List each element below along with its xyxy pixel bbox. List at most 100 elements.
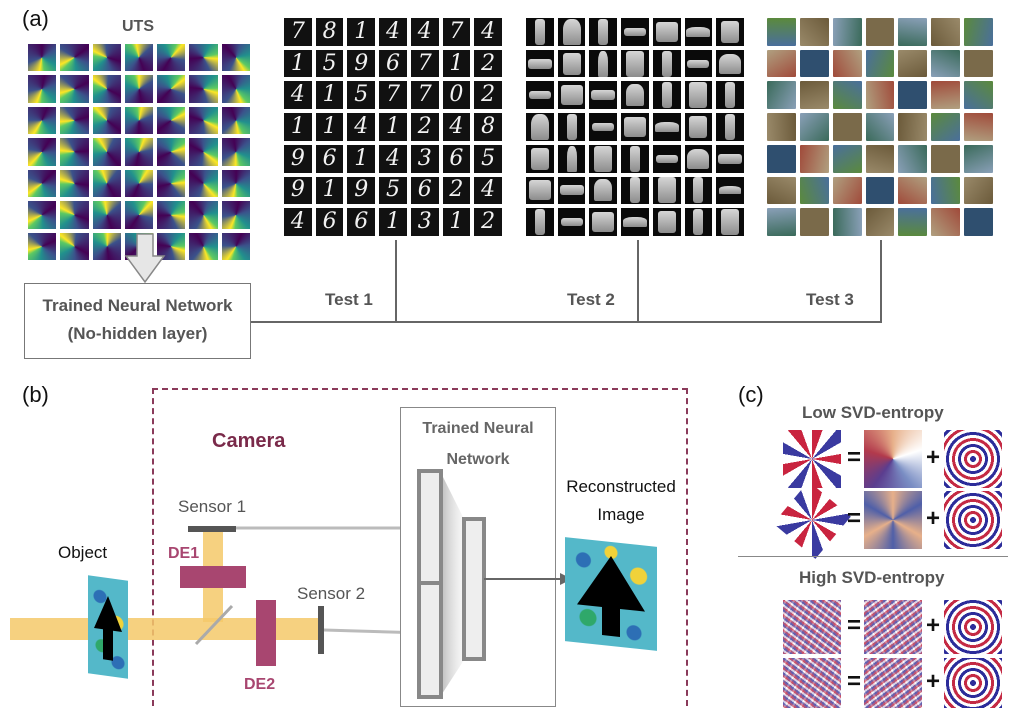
mnist-digit-tile: 0 xyxy=(442,81,471,110)
cifar-image-tile xyxy=(964,113,993,141)
mnist-digit-tile: 1 xyxy=(315,113,344,141)
fashion-item-silhouette xyxy=(560,218,583,227)
uts-pattern-tile xyxy=(221,169,250,198)
fashion-item-silhouette xyxy=(654,121,679,132)
panel-c-letter: (c) xyxy=(738,382,764,407)
fashion-item-grid xyxy=(526,18,744,236)
mnist-digit-tile: 1 xyxy=(379,113,407,141)
fashion-item-tile xyxy=(557,113,586,141)
mnist-digit-tile: 5 xyxy=(474,144,502,173)
mnist-digit-tile: 4 xyxy=(284,208,312,236)
panel-a-letter: (a) xyxy=(22,6,49,31)
ring-field-3 xyxy=(944,600,1002,654)
fashion-item-tile xyxy=(652,176,681,205)
mnist-digit-tile: 1 xyxy=(315,176,344,205)
fashion-item-tile xyxy=(526,208,554,236)
fashion-item-silhouette xyxy=(718,153,743,164)
fashion-item-tile xyxy=(621,144,649,173)
uts-pattern-tile xyxy=(157,138,186,166)
fashion-item-tile xyxy=(526,49,554,78)
fashion-item-tile xyxy=(716,208,744,236)
fashion-item-silhouette xyxy=(592,122,615,131)
ring-field-1 xyxy=(944,430,1002,488)
mnist-digit-tile: 2 xyxy=(474,81,502,110)
nn-label-line2: Network xyxy=(446,451,510,468)
noise-field-1 xyxy=(783,600,841,654)
uts-title: UTS xyxy=(122,18,154,35)
mnist-digit-tile: 9 xyxy=(347,176,376,205)
mnist-digit-tile: 4 xyxy=(379,18,407,46)
fashion-item-silhouette xyxy=(594,145,613,172)
uts-pattern-tile xyxy=(92,44,121,72)
mnist-digit-tile: 4 xyxy=(284,81,312,110)
fashion-item-tile xyxy=(557,144,586,173)
fashion-item-tile xyxy=(526,81,554,110)
cifar-image-tile xyxy=(832,81,862,110)
cifar-image-tile xyxy=(832,18,862,46)
uts-pattern-tile xyxy=(60,106,89,135)
mnist-digit-tile: 5 xyxy=(347,81,376,110)
mnist-digit-tile: 8 xyxy=(474,113,502,141)
fashion-item-tile xyxy=(716,113,744,141)
cifar-image-tile xyxy=(832,208,862,236)
uts-pattern-tile xyxy=(221,201,250,229)
object-label: Object xyxy=(58,543,108,562)
cifar-image-tile xyxy=(931,144,961,173)
fashion-item-silhouette xyxy=(591,90,616,101)
cifar-image-tile xyxy=(865,176,895,205)
fashion-item-silhouette xyxy=(559,185,584,196)
cifar-image-tile xyxy=(964,144,993,173)
uts-pattern-tile xyxy=(189,201,218,229)
cifar-image-tile xyxy=(799,113,829,141)
fashion-item-tile xyxy=(589,113,618,141)
mnist-digit-tile: 1 xyxy=(442,49,471,78)
fashion-item-silhouette xyxy=(623,27,646,36)
fashion-item-tile xyxy=(557,18,586,46)
uts-pattern-tile xyxy=(92,106,121,135)
fashion-item-silhouette xyxy=(592,212,615,233)
sensor1-label: Sensor 1 xyxy=(178,497,247,516)
uts-pattern-tile xyxy=(28,232,57,260)
mnist-digit-tile: 7 xyxy=(410,49,439,78)
fashion-item-tile xyxy=(526,18,554,46)
cifar-image-tile xyxy=(767,176,796,205)
plus-sign: + xyxy=(926,612,941,639)
cifar-image-tile xyxy=(832,176,862,205)
fashion-item-silhouette xyxy=(693,177,704,204)
uts-pattern-tile xyxy=(157,201,186,229)
mnist-digit-tile: 2 xyxy=(474,49,502,78)
fashion-item-tile xyxy=(557,176,586,205)
fashion-item-silhouette xyxy=(661,82,672,109)
uts-pattern-tile xyxy=(157,169,186,198)
test2-label: Test 2 xyxy=(567,290,615,309)
fashion-item-tile xyxy=(589,18,618,46)
spiral-field-2 xyxy=(773,481,851,559)
mnist-digit-tile: 2 xyxy=(474,208,502,236)
cifar-image-tile xyxy=(931,81,961,110)
noise-field-2 xyxy=(783,658,841,708)
plus-sign: + xyxy=(926,444,941,471)
fashion-item-silhouette xyxy=(562,52,581,75)
fashion-item-silhouette xyxy=(689,115,708,138)
reconstructed-speckle-image xyxy=(565,537,657,651)
mnist-digit-tile: 6 xyxy=(347,208,376,236)
fashion-item-silhouette xyxy=(598,18,609,45)
mnist-digit-tile: 5 xyxy=(315,49,344,78)
fashion-item-silhouette xyxy=(629,145,640,172)
divider xyxy=(738,556,1008,557)
uts-pattern-tile xyxy=(28,75,57,103)
cifar-image-tile xyxy=(898,208,928,236)
fashion-item-tile xyxy=(621,81,649,110)
cifar-image-tile xyxy=(898,81,928,110)
uts-pattern-tile xyxy=(189,232,218,260)
mnist-digit-tile: 6 xyxy=(315,208,344,236)
mnist-digit-tile: 1 xyxy=(315,81,344,110)
fashion-item-silhouette xyxy=(655,21,678,42)
uts-pattern-tile xyxy=(124,44,154,72)
cifar-image-tile xyxy=(898,144,928,173)
cifar-image-tile xyxy=(931,49,961,78)
cifar-image-tile xyxy=(931,113,961,141)
uts-pattern-tile xyxy=(60,169,89,198)
noise-phase-2 xyxy=(864,658,922,708)
fashion-item-silhouette xyxy=(687,148,710,169)
